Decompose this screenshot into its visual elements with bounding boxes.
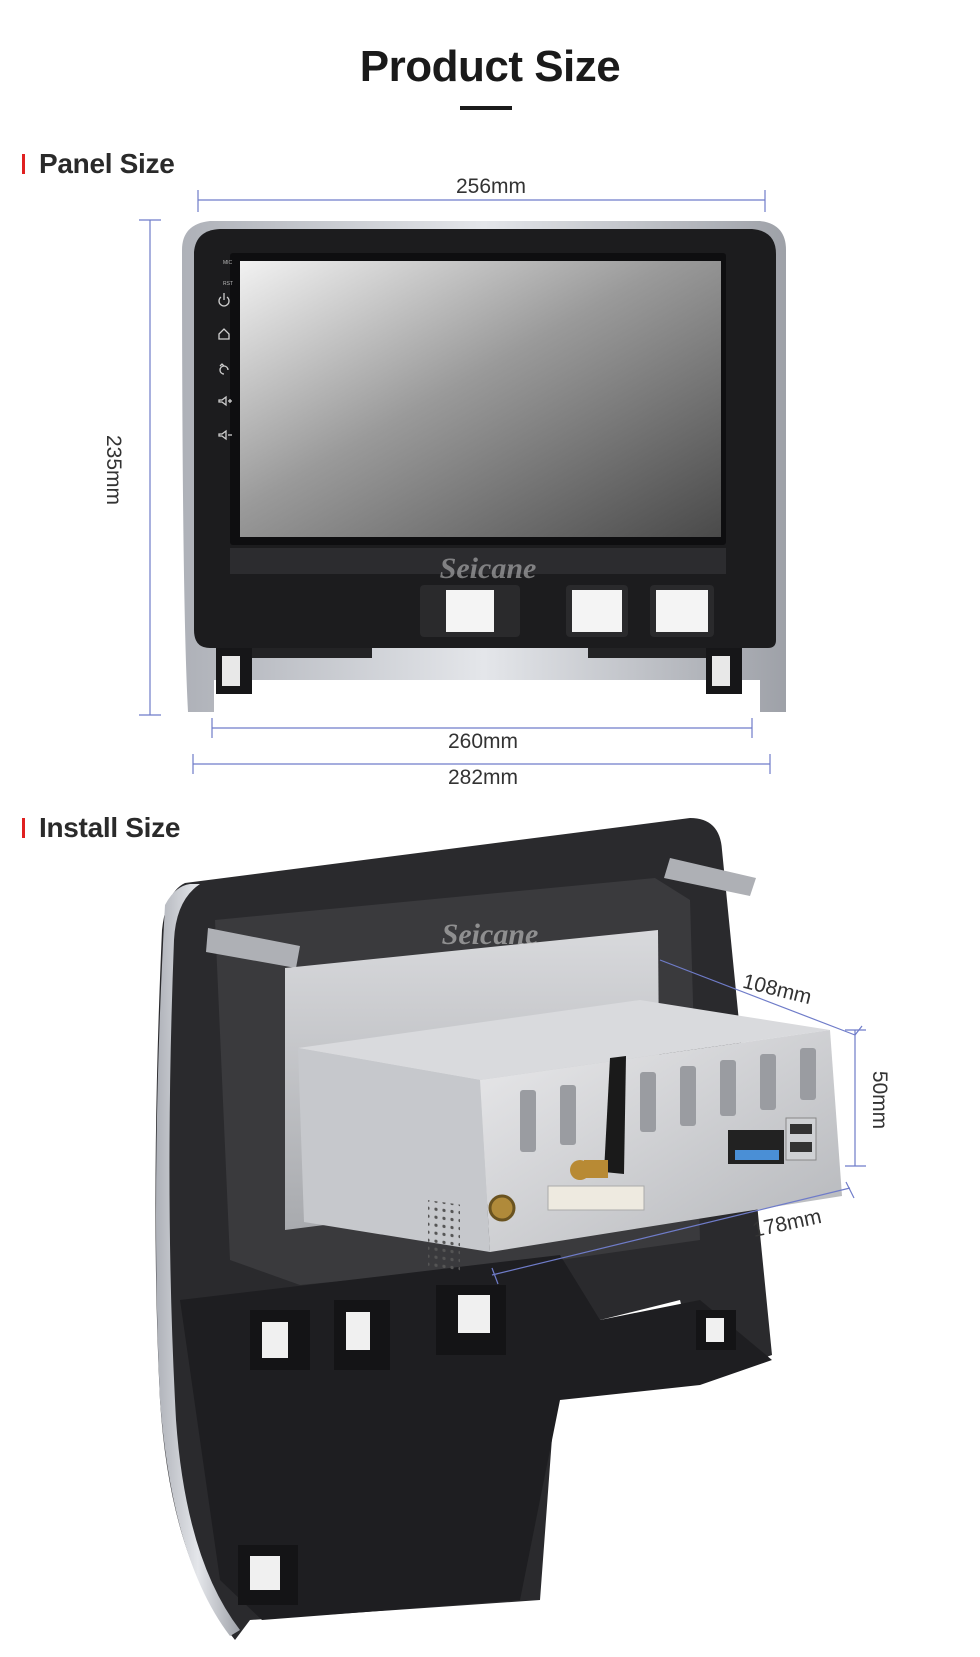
section-accent-bar — [22, 818, 25, 838]
panel-size-heading: Panel Size — [22, 148, 175, 179]
watermark-logo: Seicane — [442, 918, 539, 951]
panel-inner-width-label: 260mm — [448, 730, 519, 753]
panel-size-label: Panel Size — [39, 148, 175, 179]
panel-top-width-label: 256mm — [456, 175, 527, 198]
section-accent-bar — [22, 154, 25, 174]
install-height-label: 50mm — [868, 1070, 892, 1130]
watermark-logo: Seicane — [440, 552, 537, 585]
radio-install-rear — [155, 818, 842, 1640]
radio-panel-front — [182, 221, 786, 712]
home-icon — [218, 328, 230, 340]
back-icon — [219, 363, 229, 375]
power-icon — [218, 293, 230, 307]
page-title: Product Size — [359, 42, 621, 91]
install-size-label: Install Size — [39, 812, 181, 843]
volume-down-icon — [218, 429, 232, 441]
panel-height-label: 235mm — [102, 434, 126, 506]
panel-outer-width-label: 282mm — [448, 766, 519, 789]
title-underline — [460, 106, 512, 110]
install-dimension-lines — [491, 959, 866, 1285]
rst-label: RST — [223, 281, 233, 287]
volume-up-icon — [218, 395, 232, 407]
install-size-heading: Install Size — [22, 812, 181, 843]
panel-dimension-lines — [139, 190, 771, 774]
mic-label: MIC — [223, 260, 233, 266]
